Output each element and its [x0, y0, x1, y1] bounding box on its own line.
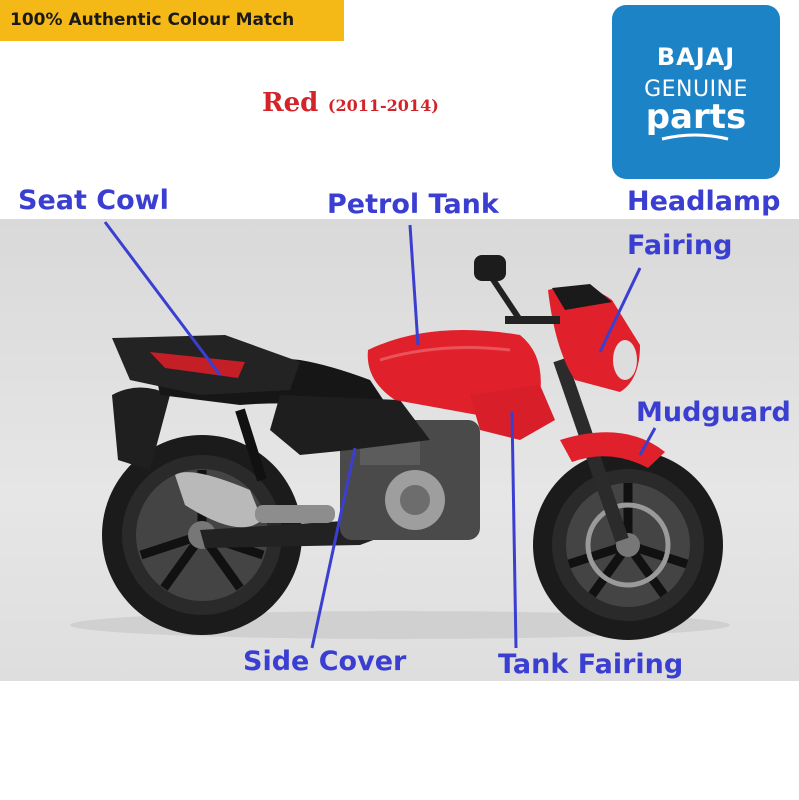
label-tank-fairing: Tank Fairing: [498, 649, 684, 680]
front-wheel: [533, 450, 723, 640]
color-years: (2011-2014): [327, 96, 439, 115]
label-mudguard: Mudguard: [636, 397, 791, 428]
logo-parts: parts: [645, 97, 747, 137]
authentic-badge: 100% Authentic Colour Match: [0, 0, 344, 41]
color-name: Red: [262, 88, 319, 118]
label-fairing: Fairing: [627, 230, 733, 261]
label-headlamp: Headlamp: [627, 186, 781, 217]
label-seat-cowl: Seat Cowl: [18, 185, 169, 216]
bajaj-genuine-parts-logo: BAJAJ GENUINE parts: [612, 5, 780, 179]
annotation-lines: [103, 221, 657, 649]
logo-brand: BAJAJ: [656, 43, 736, 71]
logo-swoosh-icon: [661, 133, 729, 141]
label-side-cover: Side Cover: [243, 646, 407, 677]
color-title: Red (2011-2014): [262, 88, 439, 118]
logo-genuine: GENUINE: [644, 77, 748, 102]
label-petrol-tank: Petrol Tank: [327, 189, 499, 220]
